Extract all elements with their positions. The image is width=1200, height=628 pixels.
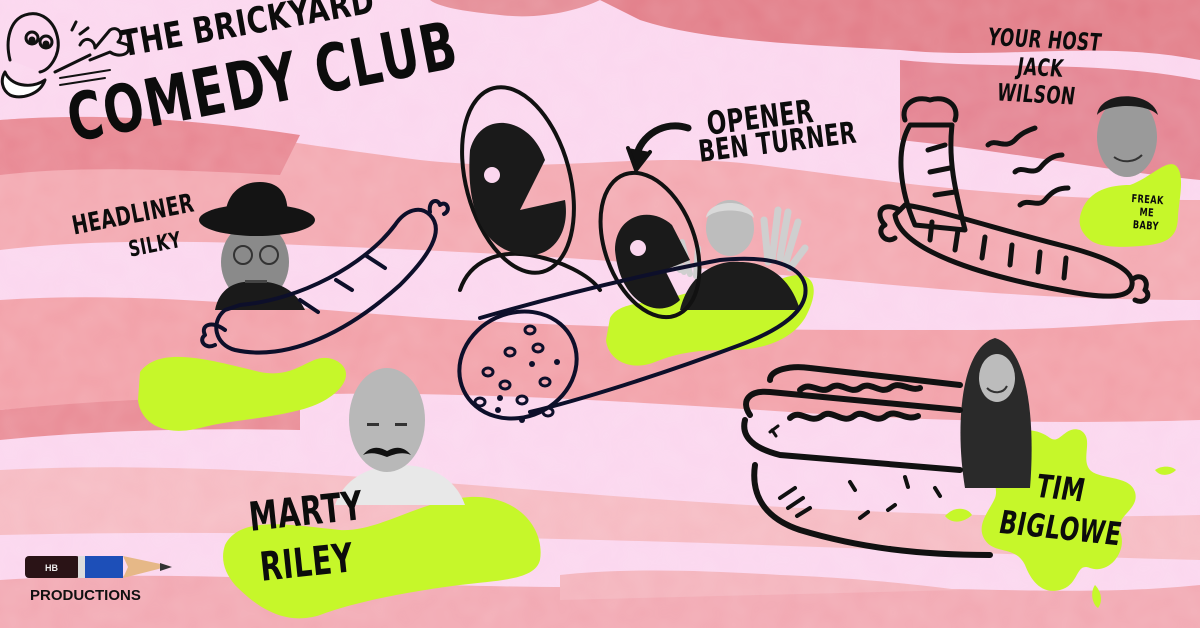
marty-photo	[335, 365, 465, 505]
host-label: Your Host Jack Wilson	[978, 23, 1104, 112]
opener-photo	[660, 190, 810, 310]
host-photo	[1092, 85, 1162, 185]
host-tagline: Freak Me Baby	[1129, 192, 1164, 234]
tagline-word: Baby	[1132, 218, 1160, 234]
productions-label: Productions	[30, 587, 141, 604]
marty-first-name: Marty	[246, 483, 366, 541]
host-role: Your Host	[985, 23, 1104, 57]
headliner-photo	[195, 180, 315, 310]
tagline-word: Freak	[1131, 192, 1165, 208]
marty-last-name: Riley	[257, 535, 356, 591]
pencil-label: HB	[45, 563, 58, 573]
host-last-name: Wilson	[995, 78, 1078, 111]
tim-photo	[955, 328, 1035, 488]
tim-first-name: Tim	[1032, 467, 1089, 510]
